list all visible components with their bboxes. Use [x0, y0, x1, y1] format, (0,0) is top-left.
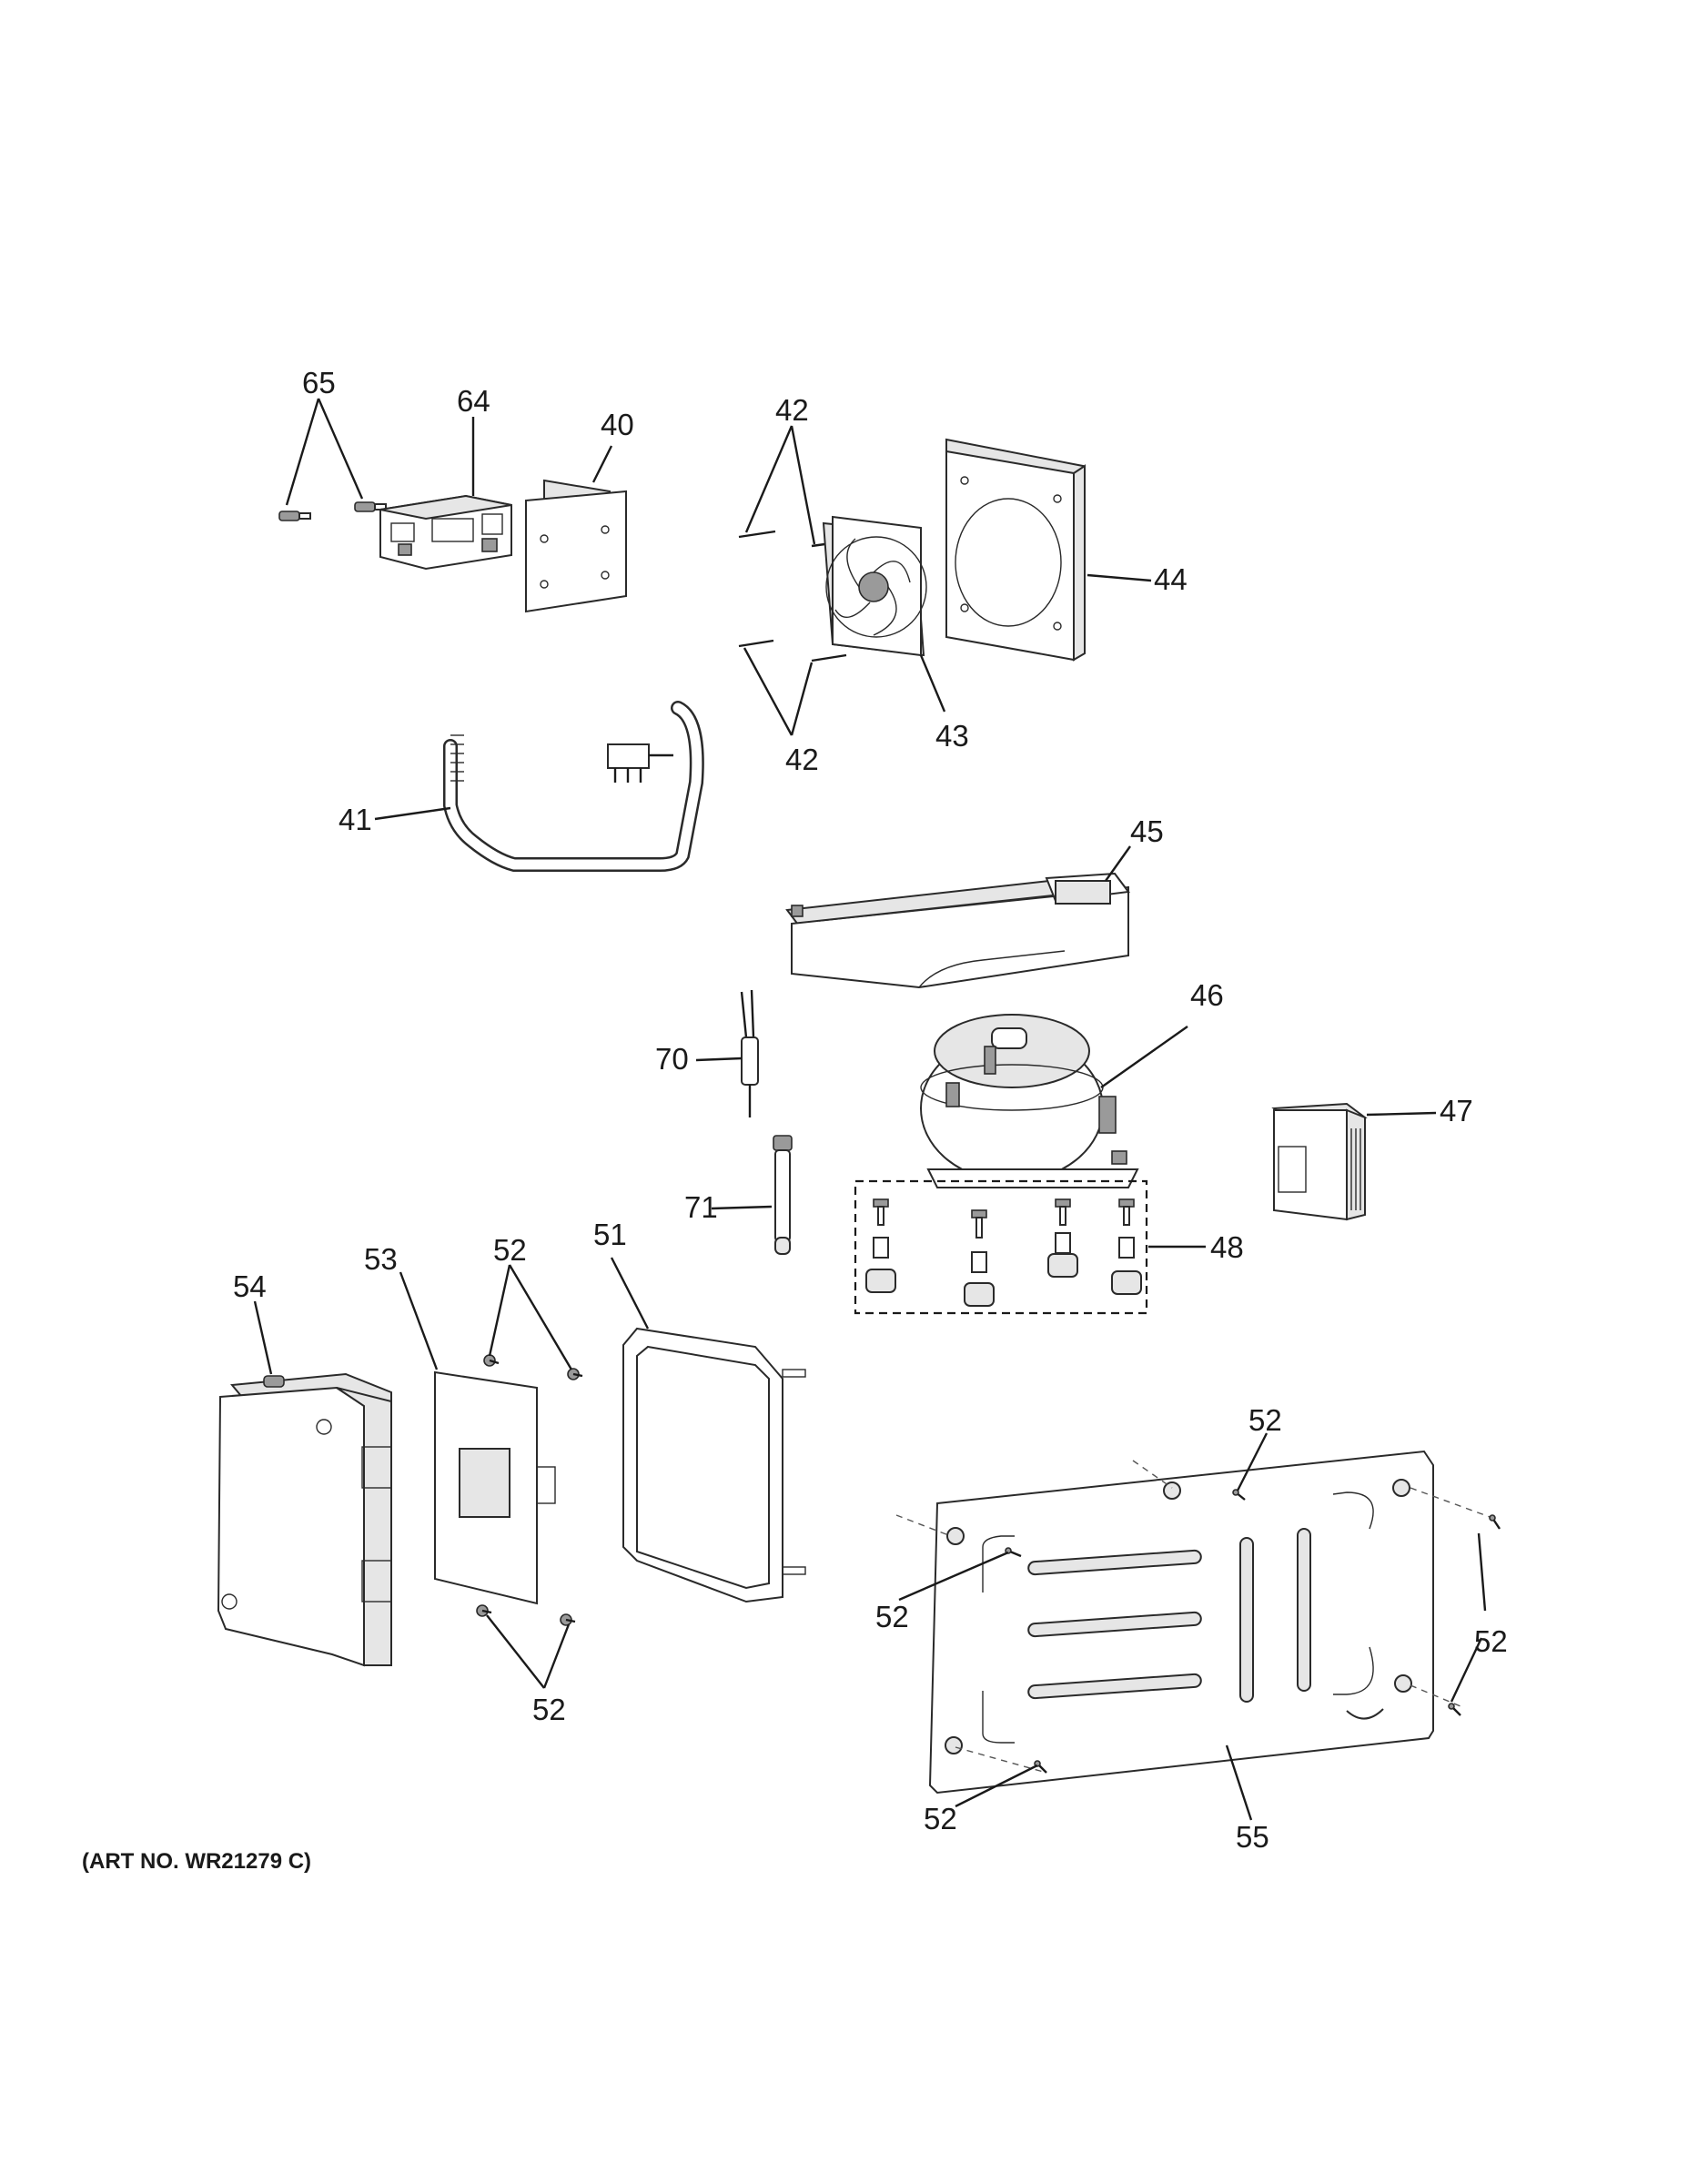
leader-lines	[253, 398, 1487, 1821]
callout-46: 46	[1190, 978, 1224, 1012]
callout-55: 55	[1236, 1820, 1269, 1854]
part-45-tray	[785, 872, 1130, 989]
part-44-fan-shroud	[945, 438, 1086, 662]
art-number: (ART NO. WR21279 C)	[82, 1849, 311, 1874]
callout-51: 51	[593, 1218, 627, 1251]
callout-42-bottom: 42	[785, 743, 819, 776]
part-40-cover-bracket	[525, 479, 627, 613]
callout-53: 53	[364, 1242, 398, 1276]
part-65-screws	[278, 501, 387, 521]
part-46-compressor	[920, 1014, 1139, 1188]
callout-70: 70	[655, 1042, 689, 1076]
callout-41: 41	[339, 803, 372, 836]
part-55-base-plate	[895, 1450, 1493, 1795]
part-54-control-box	[217, 1372, 392, 1667]
part-64-terminal-block	[379, 494, 512, 571]
callout-65: 65	[302, 366, 336, 399]
callout-42-top: 42	[775, 393, 809, 427]
callout-48: 48	[1210, 1230, 1244, 1264]
callout-64: 64	[457, 384, 490, 418]
callout-44: 44	[1154, 562, 1188, 596]
callout-71: 71	[684, 1190, 718, 1224]
part-51-frame	[622, 1327, 806, 1603]
callouts: 65 64 40 42 44 43 42 41 45 46 70 47 71 4…	[233, 366, 1508, 1854]
part-47-relay-cover	[1271, 1102, 1368, 1221]
callout-54: 54	[233, 1269, 267, 1303]
callout-52-base-right: 52	[1474, 1624, 1508, 1658]
callout-40: 40	[601, 408, 634, 441]
part-52-board-screws	[476, 1354, 583, 1626]
callout-52-base-top: 52	[1248, 1403, 1282, 1437]
part-41-wire-harness	[443, 701, 704, 872]
callout-47: 47	[1440, 1094, 1473, 1127]
part-70-thermistor	[740, 989, 759, 1117]
part-48-mounting-kit	[854, 1179, 1148, 1315]
callout-52-board-top: 52	[493, 1233, 527, 1267]
part-43-fan	[822, 515, 927, 657]
callout-52-base-left: 52	[875, 1600, 909, 1633]
part-53-control-board	[434, 1370, 556, 1605]
part-52-base-screws	[1005, 1489, 1501, 1774]
part-71-tube	[773, 1135, 793, 1255]
callout-43: 43	[935, 719, 969, 753]
callout-52-base-bottom: 52	[924, 1802, 957, 1835]
callout-52-board-bottom: 52	[532, 1693, 566, 1726]
callout-45: 45	[1130, 814, 1164, 848]
